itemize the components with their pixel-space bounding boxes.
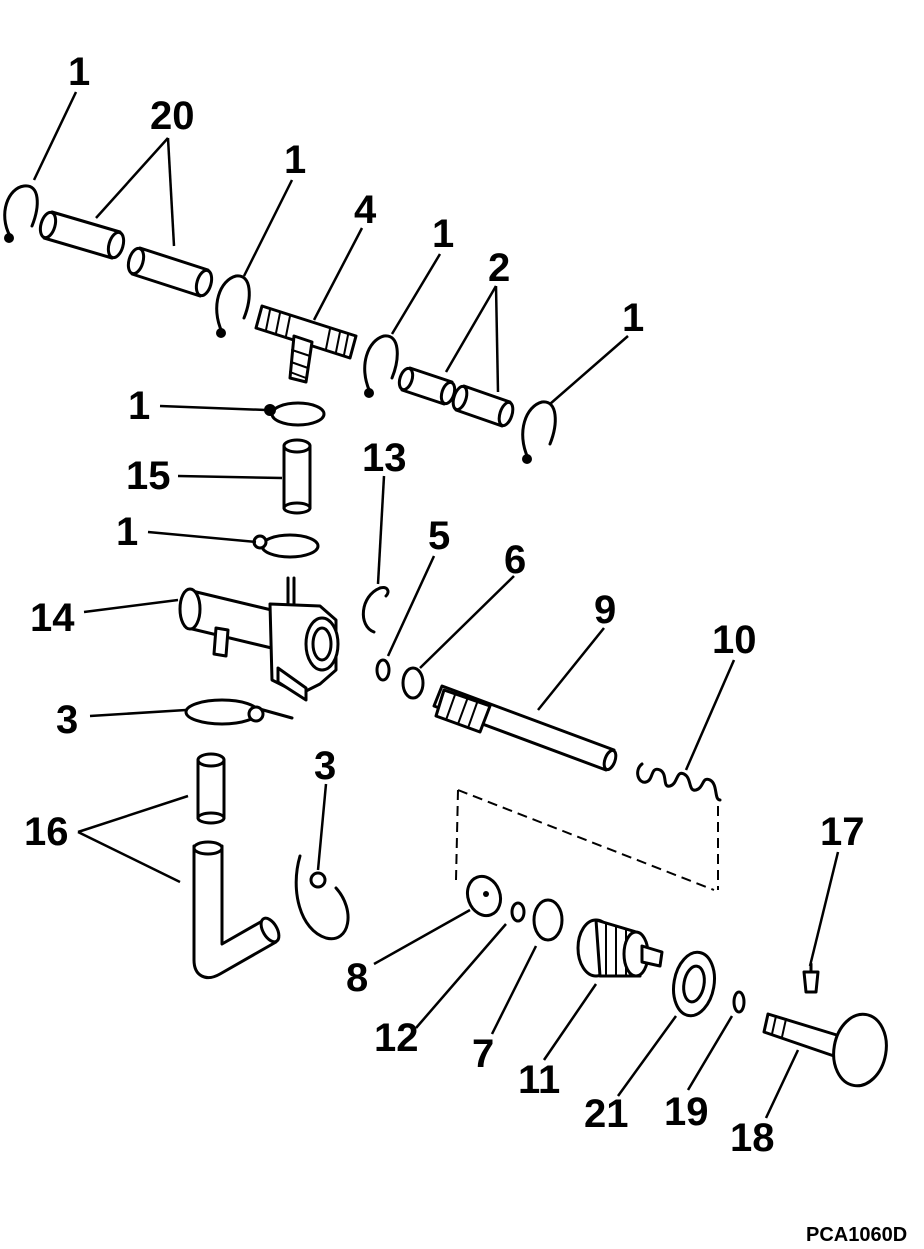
callout-15: 15 xyxy=(126,454,171,498)
screw-part-17 xyxy=(802,962,820,994)
callout-12: 12 xyxy=(374,1016,419,1060)
shaft-part-9 xyxy=(432,684,618,772)
callout-17: 17 xyxy=(820,810,865,854)
callout-1-top-left: 1 xyxy=(68,50,91,94)
hose-clamp-part-1-top-left xyxy=(3,184,39,243)
knob-part-18 xyxy=(762,1012,888,1088)
callout-14: 14 xyxy=(30,596,75,640)
o-ring-part-7 xyxy=(532,898,564,942)
hose-part-16-straight xyxy=(196,752,226,825)
clamp-part-3-left xyxy=(184,698,294,726)
callout-3-left: 3 xyxy=(56,698,79,742)
nut-part-21 xyxy=(672,950,716,1018)
hose-clamp-part-1-third xyxy=(363,334,399,398)
spring-part-10 xyxy=(636,762,722,802)
leader-lines xyxy=(32,91,840,1119)
callout-5: 5 xyxy=(428,514,451,558)
figure-id: PCA1060D xyxy=(806,1224,908,1246)
callout-2: 2 xyxy=(488,246,511,290)
callout-10: 10 xyxy=(712,618,757,662)
assembly-dashed-bracket xyxy=(455,789,719,891)
callout-11: 11 xyxy=(518,1058,561,1102)
callout-1-third: 1 xyxy=(432,212,455,256)
hose-clamp-part-1-top-right xyxy=(521,400,557,464)
callout-1-second: 1 xyxy=(284,138,307,182)
callout-20: 20 xyxy=(150,94,195,138)
hose-clamp-part-1-lower xyxy=(252,533,320,559)
housing-part-14 xyxy=(178,576,340,702)
hose-part-2-left xyxy=(397,366,457,406)
hose-clamp-part-1-upper xyxy=(264,401,326,427)
hose-part-15 xyxy=(282,438,312,515)
callout-16: 16 xyxy=(24,810,69,854)
callout-7: 7 xyxy=(472,1032,495,1076)
callout-1-upper-clamp: 1 xyxy=(128,384,151,428)
o-ring-part-5 xyxy=(375,658,391,682)
callout-8: 8 xyxy=(346,956,369,1000)
hose-part-16-elbow xyxy=(192,840,281,979)
retaining-ring-part-13 xyxy=(361,586,390,634)
hose-part-20-right xyxy=(126,246,214,298)
valve-body-part-11 xyxy=(576,918,664,978)
callout-13: 13 xyxy=(362,436,407,480)
callout-18: 18 xyxy=(730,1116,775,1160)
washer-part-8 xyxy=(465,874,503,918)
o-ring-part-6 xyxy=(401,666,425,700)
clamp-part-3-right xyxy=(294,854,350,941)
o-ring-part-19 xyxy=(732,990,746,1014)
callout-1-top-right: 1 xyxy=(622,296,645,340)
hose-clamp-part-1-second xyxy=(215,274,251,338)
o-ring-part-12 xyxy=(510,901,526,923)
callout-21: 21 xyxy=(584,1092,629,1136)
callout-19: 19 xyxy=(664,1090,709,1134)
tee-fitting-part-4 xyxy=(254,304,358,384)
callout-3-right: 3 xyxy=(314,744,337,788)
callout-1-lower-clamp: 1 xyxy=(116,510,139,554)
callout-6: 6 xyxy=(504,538,527,582)
callout-9: 9 xyxy=(594,588,617,632)
hose-part-2-right xyxy=(451,384,515,428)
hose-part-20-left xyxy=(38,210,126,260)
callout-4: 4 xyxy=(354,188,377,232)
